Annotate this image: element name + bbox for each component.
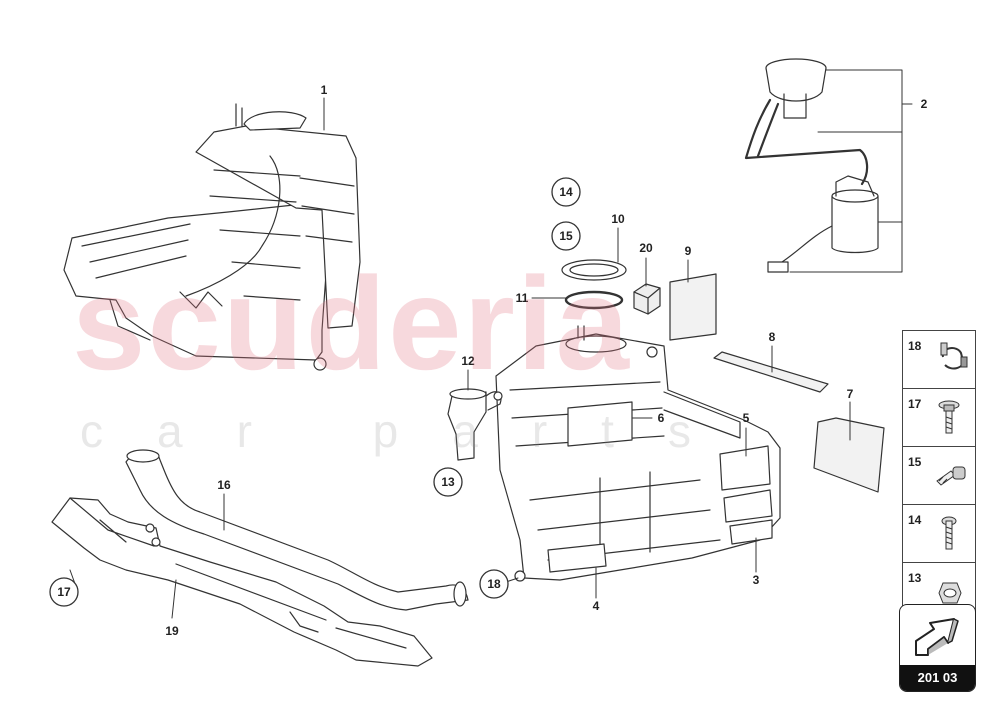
callout-2: 2: [921, 97, 928, 111]
insulation-strip-8: [713, 351, 829, 393]
callout-3: 3: [753, 573, 760, 587]
tank-flange-ring: [561, 259, 627, 310]
callout-7: 7: [847, 387, 854, 401]
circled-callout-15: 15: [551, 221, 581, 251]
watermark-brand: scuderia: [72, 250, 631, 397]
circled-callout-17: 17: [49, 577, 79, 607]
diagram-page-code: 201 03: [900, 665, 975, 691]
callout-20: 20: [639, 241, 653, 255]
lower-bracket: [51, 497, 433, 667]
callout-6: 6: [658, 411, 665, 425]
legend-number: 13: [908, 571, 922, 585]
seal-block: [633, 283, 661, 315]
vent-pipe: [125, 449, 469, 611]
callout-8: 8: [769, 330, 776, 344]
legend-row: 15: [903, 447, 975, 505]
legend-row: 13: [903, 563, 975, 620]
callout-10: 10: [611, 212, 625, 226]
insulation-pad-9: [669, 273, 717, 341]
callout-19: 19: [165, 624, 179, 638]
svg-text:13: 13: [441, 475, 455, 489]
svg-text:18: 18: [487, 577, 501, 591]
circled-callout-14: 14: [551, 177, 581, 207]
legend-row: 14: [903, 505, 975, 563]
svg-text:15: 15: [559, 229, 573, 243]
callout-9: 9: [685, 244, 692, 258]
insulation-pad-7: [813, 417, 885, 493]
callout-4: 4: [593, 599, 600, 613]
key-icon: [936, 466, 966, 486]
svg-text:17: 17: [57, 585, 71, 599]
next-page-arrow-icon: [915, 618, 959, 656]
circled-callout-18: 18: [479, 569, 509, 599]
nut-icon: [938, 582, 962, 604]
screw-icon: [941, 516, 957, 550]
legend-number: 15: [908, 455, 922, 469]
callout-5: 5: [743, 411, 750, 425]
legend-number: 14: [908, 513, 922, 527]
svg-text:14: 14: [559, 185, 573, 199]
filler-neck: [447, 388, 503, 461]
legend-number: 17: [908, 397, 922, 411]
legend-number: 18: [908, 339, 922, 353]
legend-row: 17: [903, 389, 975, 447]
callout-12: 12: [461, 354, 475, 368]
callout-1: 1: [321, 83, 328, 97]
bolt-icon: [938, 400, 960, 434]
callout-16: 16: [217, 478, 231, 492]
fuel-pump-assembly: [744, 58, 879, 273]
watermark-tagline: car parts: [80, 405, 745, 457]
fuel-tank-left: [63, 103, 361, 371]
next-diagram-button[interactable]: 201 03: [899, 604, 976, 692]
callout-11: 11: [516, 291, 529, 305]
small-parts-legend: 18 17 15 14 13: [902, 330, 976, 621]
legend-row: 18: [903, 331, 975, 389]
hose-clamp-icon: [940, 342, 968, 370]
fuel-tank-center: [495, 325, 781, 582]
circled-callout-13: 13: [433, 467, 463, 497]
